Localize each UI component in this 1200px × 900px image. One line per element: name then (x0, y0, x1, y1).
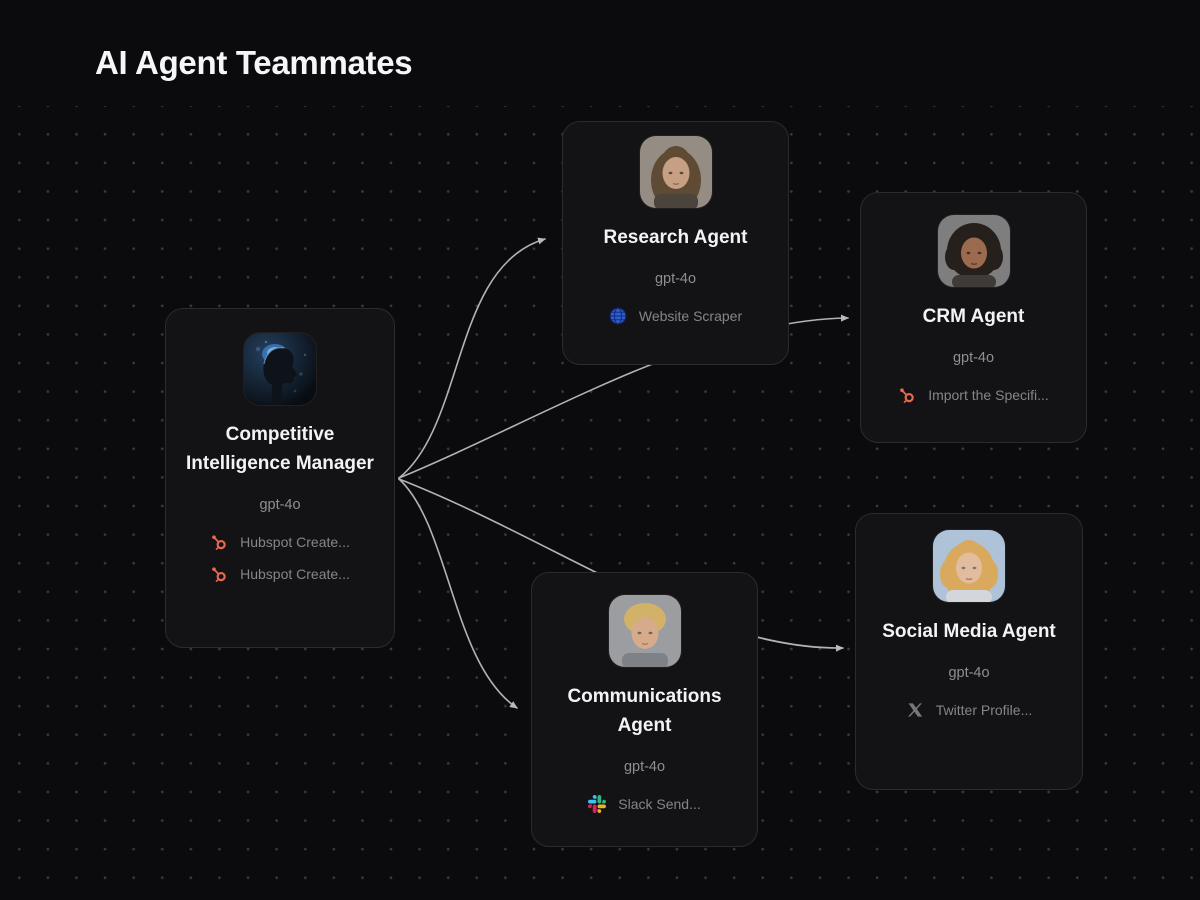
node-social-media-agent[interactable]: Social Media Agent gpt-4o Twitter Profil… (855, 513, 1083, 790)
tool-label: Website Scraper (638, 307, 743, 324)
portrait-man-blond-hair (608, 595, 681, 667)
hubspot-icon (898, 386, 916, 404)
crm-agent-avatar (937, 215, 1010, 287)
node-title: Communications Agent (567, 686, 722, 736)
hubspot-icon (210, 565, 228, 583)
node-title: Social Media Agent (882, 621, 1056, 642)
tool-list: Twitter Profile... (906, 698, 1032, 721)
edge-manager-to-research[interactable] (398, 237, 546, 479)
edge-manager-to-communications[interactable] (398, 478, 518, 709)
node-title: CRM Agent (922, 306, 1025, 327)
tool-label: Hubspot Create... (240, 565, 350, 582)
tool-item[interactable]: Import the Specifi... (898, 383, 1049, 406)
tool-item[interactable]: Hubspot Create... (210, 562, 350, 585)
tool-label: Import the Specifi... (928, 386, 1049, 403)
portrait-woman-curly-hair (937, 215, 1010, 287)
portrait-woman-blonde-hair (933, 530, 1005, 602)
x-twitter-icon (906, 701, 924, 719)
node-title: Competitive Intelligence Manager (186, 424, 374, 474)
node-model: gpt-4o (654, 271, 697, 287)
tool-list: Slack Send... (588, 792, 701, 815)
globe-icon (609, 307, 627, 325)
manager-avatar (244, 333, 316, 405)
node-research-agent[interactable]: Research Agent gpt-4o Website Scraper (562, 121, 789, 365)
node-communications-agent[interactable]: Communications Agent gpt-4o Slack Send..… (531, 572, 758, 847)
tool-label: Hubspot Create... (240, 533, 350, 550)
node-model: gpt-4o (952, 350, 995, 366)
tool-item[interactable]: Hubspot Create... (210, 530, 350, 553)
tool-item[interactable]: Twitter Profile... (906, 698, 1032, 721)
node-model: gpt-4o (259, 497, 301, 513)
portrait-man-long-hair (639, 136, 712, 208)
tool-label: Twitter Profile... (935, 701, 1033, 718)
tool-item[interactable]: Website Scraper (609, 304, 742, 327)
tool-list: Website Scraper (609, 304, 742, 327)
hubspot-icon (210, 533, 228, 551)
tool-list: Import the Specifi... (898, 383, 1049, 406)
page-title: AI Agent Teammates (95, 44, 413, 81)
node-competitive-intelligence-manager[interactable]: Competitive Intelligence Manager gpt-4o … (165, 308, 395, 648)
research-agent-avatar (639, 136, 712, 208)
tool-label: Slack Send... (618, 795, 701, 812)
social-media-agent-avatar (933, 530, 1005, 602)
communications-agent-avatar (608, 595, 681, 667)
node-model: gpt-4o (948, 665, 990, 681)
tool-list: Hubspot Create... Hubspot Create... (210, 530, 350, 585)
slack-icon (588, 794, 607, 813)
node-model: gpt-4o (623, 759, 666, 775)
node-title: Research Agent (603, 227, 748, 248)
node-crm-agent[interactable]: CRM Agent gpt-4o Import the Specifi... (860, 192, 1087, 443)
tool-item[interactable]: Slack Send... (588, 792, 701, 815)
ai-robot-head-icon (244, 333, 316, 405)
